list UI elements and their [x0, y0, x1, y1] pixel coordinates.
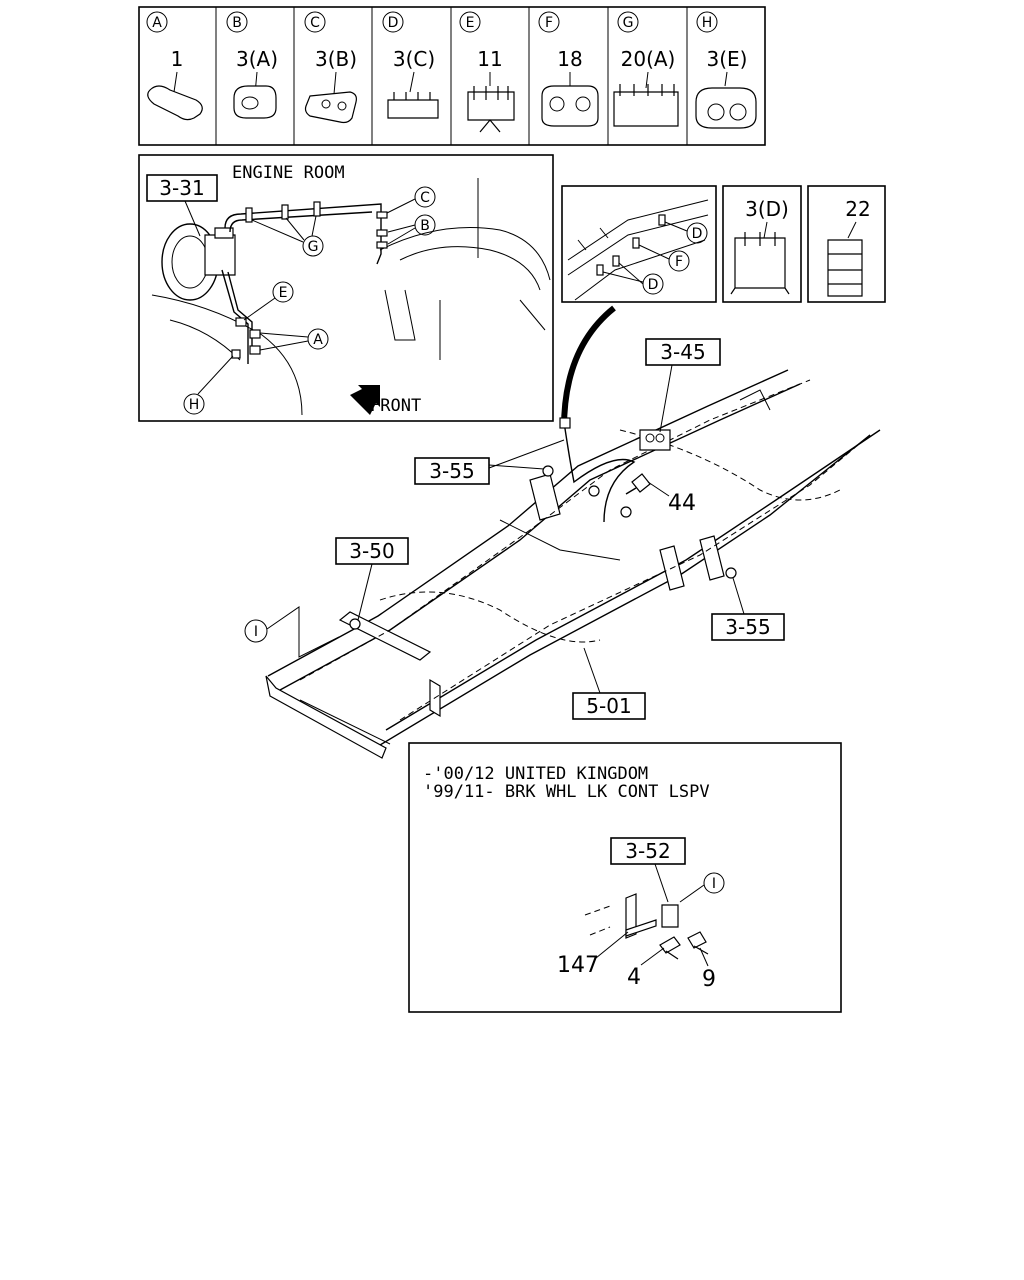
detail-view-3d: 3(D) [722, 185, 802, 303]
inset-line-2: '99/11- BRK WHL LK CONT LSPV [423, 782, 710, 802]
engine-callout-b: B [420, 218, 430, 234]
lspv-unit [639, 429, 671, 451]
clip-letter-f: F [545, 15, 553, 31]
frame-callout-i: I [254, 624, 258, 640]
ref-3-55-lower: 3-55 [725, 615, 770, 639]
inset-callout-i: I [712, 876, 716, 892]
clip-c-icon [304, 91, 357, 124]
chassis-frame: 44 [265, 369, 881, 759]
clip-letter-a: A [152, 15, 162, 31]
part-9-label: 9 [702, 967, 716, 992]
front-arrow-icon [350, 385, 380, 415]
clip-b-icon [233, 85, 277, 119]
clip-letter-e: E [466, 15, 475, 31]
lspv-stay [661, 904, 679, 928]
clip-cell-h: H 3(E) [695, 11, 757, 129]
clip-part-b: 3(A) [236, 47, 278, 71]
clip-cell-f: F 18 [538, 11, 599, 127]
clip-e-icon [467, 86, 515, 133]
detail-view-22: 22 [807, 185, 886, 303]
clip-cell-d: D 3(C) [382, 11, 439, 119]
clip-cell-g: G 20(A) [613, 11, 679, 127]
part-44-label: 44 [668, 491, 696, 516]
master-cylinder [204, 234, 236, 276]
clip-part-e: 11 [477, 47, 502, 71]
clip-part-c: 3(B) [315, 47, 357, 71]
detail-callout-d-bottom: D [648, 277, 659, 293]
clip-cell-e: E 11 [459, 11, 515, 133]
clip-part-h: 3(E) [707, 47, 748, 71]
engine-callout-e: E [279, 285, 288, 301]
ref-3-50: 3-50 [349, 539, 394, 563]
clip-cell-c: C 3(B) [304, 11, 357, 124]
clip-3d-icon [730, 232, 790, 295]
inset-line-1: -'00/12 UNITED KINGDOM [423, 764, 648, 784]
part-22-label: 22 [845, 197, 870, 221]
clip-part-f: 18 [557, 47, 582, 71]
clip-22-icon [827, 239, 863, 297]
engine-callout-a: A [313, 332, 323, 348]
frame-refs: 3-45 3-55 3-50 3-55 5-01 I [244, 338, 785, 720]
part-3d-label: 3(D) [745, 197, 789, 221]
clip-h-icon [695, 87, 757, 129]
clip-part-a: 1 [171, 47, 184, 71]
detail-view-frame: D F D [561, 185, 717, 303]
clip-letter-d: D [388, 15, 399, 31]
engine-callout-h: H [189, 397, 200, 413]
clip-table: A 1 B 3(A) C 3(B) D 3(C) [138, 6, 766, 146]
engine-callout-c: C [420, 190, 430, 206]
clip-cell-b: B 3(A) [226, 11, 278, 119]
engine-room-view: ENGINE ROOM 3-31 C [138, 154, 554, 422]
clip-cell-a: A 1 [146, 11, 203, 121]
lspv-inset: -'00/12 UNITED KINGDOM '99/11- BRK WHL L… [408, 742, 842, 1013]
clip-part-g: 20(A) [621, 47, 676, 71]
detail-callout-f: F [675, 254, 683, 270]
clip-d-icon [387, 92, 439, 119]
clip-part-d: 3(C) [393, 47, 435, 71]
clip-letter-b: B [232, 15, 242, 31]
clip-letter-g: G [623, 15, 634, 31]
front-label: FRONT [370, 396, 421, 416]
brake-pipe-upper [224, 203, 382, 265]
engine-callout-g: G [308, 239, 319, 255]
bolt-4-icon [659, 936, 681, 960]
clip-letter-c: C [310, 15, 320, 31]
bolt-44 [631, 473, 651, 493]
clip-g-icon [613, 84, 679, 127]
detail-leader [561, 305, 616, 429]
ref-box-3-31 [146, 174, 218, 202]
detail-callout-d-top: D [692, 226, 703, 242]
clip-a-icon [147, 85, 203, 121]
ref-3-55-upper: 3-55 [429, 459, 474, 483]
engine-room-title: ENGINE ROOM [232, 163, 345, 183]
ref-3-31: 3-31 [159, 176, 204, 200]
ref-3-52: 3-52 [625, 839, 670, 863]
ref-3-45: 3-45 [660, 340, 705, 364]
part-4-label: 4 [627, 965, 641, 990]
clip-f-icon [541, 85, 599, 127]
part-147-label: 147 [557, 953, 599, 978]
ref-5-01: 5-01 [586, 694, 631, 718]
clip-letter-h: H [702, 15, 713, 31]
